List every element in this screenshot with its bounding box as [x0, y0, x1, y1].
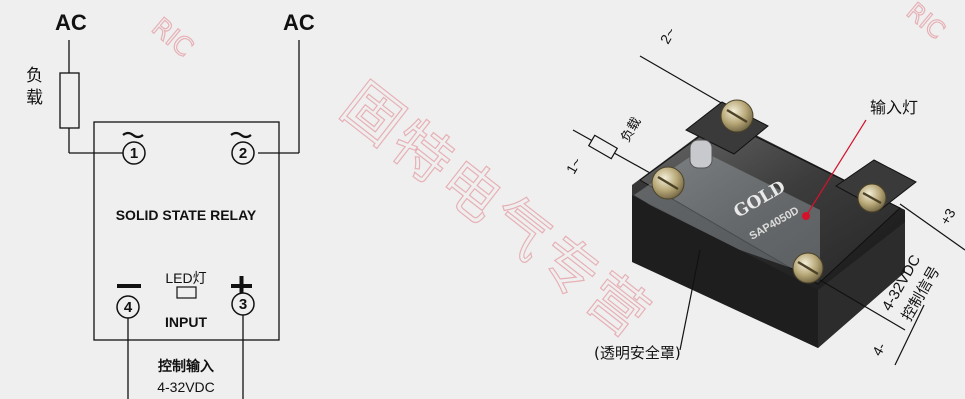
terminal-4-label: 4: [124, 299, 133, 316]
indicator-label: 输入灯: [870, 98, 918, 117]
relay-front-face: [632, 195, 818, 348]
control-input-label: 控制输入: [158, 358, 214, 374]
relay-box: [93, 121, 280, 341]
input-label: INPUT: [165, 314, 207, 330]
lead-terminal-4: [819, 279, 906, 331]
terminal-1-label: 1: [130, 145, 138, 162]
plus-sign-v: [239, 276, 244, 296]
cover-label: (透明安全罩): [594, 344, 681, 362]
terminal-3-label-right: +3: [937, 205, 959, 227]
load-label-1: 负: [26, 66, 43, 86]
lead-terminal-3: [899, 203, 965, 251]
lead-indicator: [805, 119, 867, 217]
tilde-mark-1: [122, 131, 144, 139]
terminal-4-label-right: 4-: [869, 339, 889, 358]
mount-hole-top: [689, 139, 713, 169]
load-label-2: 载: [26, 88, 43, 108]
led-label: LED灯: [165, 270, 206, 286]
terminal-1-label-right: 1~: [563, 155, 585, 177]
lead-terminal-2: [639, 55, 731, 109]
terminal-1: [122, 141, 146, 165]
load-symbol-right: [587, 134, 619, 160]
terminal-2-label-right: 2~: [657, 25, 679, 47]
terminal-3-label: 3: [239, 296, 247, 313]
ac-label-left: AC: [55, 10, 87, 35]
screw-slot-4: [797, 260, 819, 276]
watermark-latin-2: RIC: [901, 0, 950, 45]
screw-slot-2: [726, 108, 748, 124]
load-symbol: [59, 72, 80, 129]
terminal-2: [231, 141, 255, 165]
lead-cover: [679, 249, 701, 351]
relay-side-face: [818, 222, 905, 348]
minus-sign: [117, 284, 141, 288]
tilde-mark-2: [230, 131, 252, 139]
screw-slot-3: [862, 192, 882, 204]
terminal-2-label: 2: [239, 145, 247, 162]
relay-title: SOLID STATE RELAY: [116, 207, 257, 223]
load-label-right: 负载: [618, 115, 644, 145]
watermark-text: 固特电气专营: [329, 69, 664, 352]
left-wiring-diagram: AC AC 负 载 1 2 SOLID STATE RELAY LED灯 4: [26, 10, 315, 399]
watermark-latin-1: RIC: [146, 12, 199, 63]
lead-control-bracket: [894, 304, 925, 366]
led-symbol: [176, 286, 197, 299]
right-relay-illustration: GOLD SAP4050D 2~ 1~ 负载 输入灯 +3 4-32VDC 控制…: [563, 25, 965, 366]
ac-label-right: AC: [283, 10, 315, 35]
screw-slot-1: [657, 175, 679, 191]
control-voltage-label: 4-32VDC: [157, 379, 215, 395]
